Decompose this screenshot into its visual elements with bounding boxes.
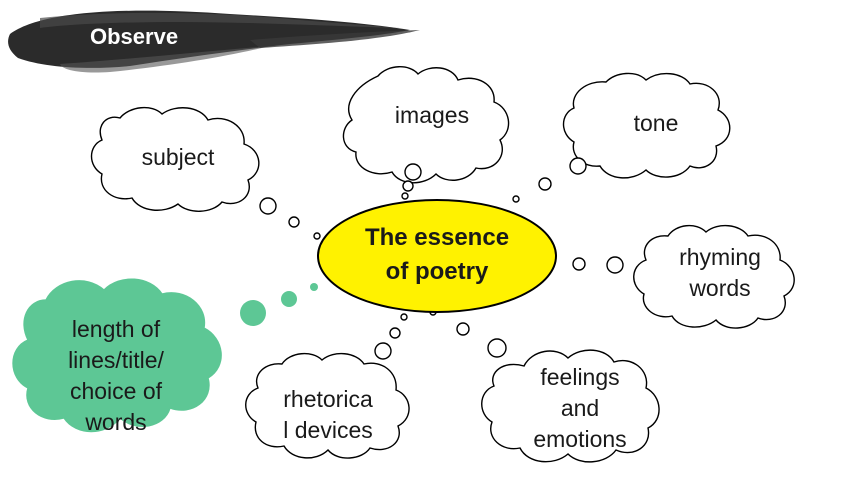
cloud-text: images <box>394 102 470 128</box>
thought-dots-devices <box>374 313 408 360</box>
cloud-images-label: images <box>372 100 492 131</box>
cloud-images <box>342 66 510 184</box>
cloud-text: words <box>85 409 147 435</box>
cloud-tone <box>562 72 731 179</box>
thought-dots-tone <box>512 157 587 203</box>
cloud-text: words <box>689 275 751 301</box>
cloud-text: l devices <box>283 417 373 443</box>
center-ellipse <box>317 199 557 313</box>
cloud-text: length of <box>71 316 161 342</box>
cloud-text: subject <box>141 144 215 170</box>
thought-dots-feelings <box>429 308 507 358</box>
cloud-rhyming-label: rhyming words <box>650 242 790 304</box>
cloud-subject-label: subject <box>108 142 248 173</box>
cloud-feelings-label: feelings and emotions <box>500 362 660 455</box>
cloud-text: and <box>560 395 600 421</box>
brush-stroke-banner <box>8 10 420 73</box>
cloud-text: lines/title/ <box>68 347 164 373</box>
slide-title: Observe <box>90 24 179 49</box>
thought-dots-subject <box>259 197 321 240</box>
cloud-tone-label: tone <box>586 108 726 139</box>
center-topic-line: The essence <box>364 224 510 251</box>
cloud-rhetorical-devices <box>245 353 410 459</box>
thought-dots-length <box>240 283 318 326</box>
center-topic-label: The essence of poetry <box>318 221 556 289</box>
cloud-text: tone <box>633 110 679 136</box>
center-topic-line: of poetry <box>385 258 489 285</box>
cloud-rhyming-words <box>633 225 795 329</box>
cloud-length-of-lines[interactable] <box>12 278 222 433</box>
cloud-devices-label: rhetorica l devices <box>258 384 398 446</box>
thought-dots-images <box>401 163 422 200</box>
cloud-text: feelings <box>540 364 620 390</box>
cloud-text: choice of <box>69 378 163 404</box>
cloud-subject <box>90 107 260 212</box>
cloud-text: rhetorica <box>283 386 373 412</box>
cloud-text: rhyming <box>679 244 761 270</box>
cloud-length-label: length of lines/title/ choice of words <box>36 314 196 438</box>
cloud-text: emotions <box>533 426 627 452</box>
cloud-feelings-emotions <box>481 349 660 463</box>
